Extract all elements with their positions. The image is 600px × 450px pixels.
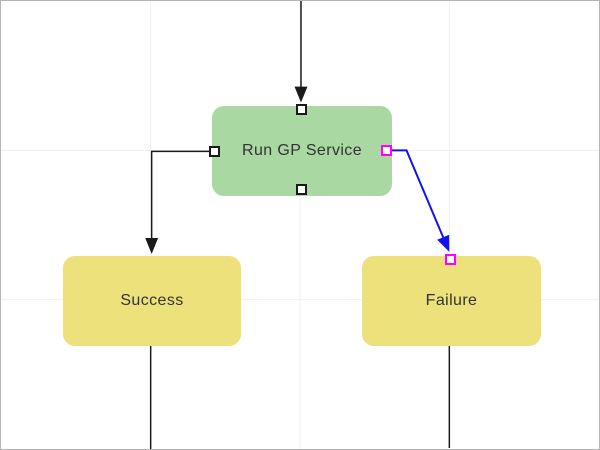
link-top-into-run-gp[interactable]	[294, 1, 308, 103]
port-run-gp-left[interactable]	[209, 146, 220, 157]
node-failure[interactable]: Failure	[362, 256, 541, 346]
arrowhead-icon	[145, 237, 159, 254]
port-run-gp-right-selected[interactable]	[381, 145, 392, 156]
port-run-gp-top[interactable]	[296, 104, 307, 115]
node-label: Failure	[425, 292, 478, 309]
port-failure-top-selected[interactable]	[445, 254, 456, 265]
node-label: Run GP Service	[241, 142, 363, 159]
link-run-gp-to-failure-selected[interactable]	[385, 149, 450, 252]
node-success[interactable]: Success	[63, 256, 241, 346]
port-run-gp-bottom[interactable]	[296, 184, 307, 195]
link-run-gp-to-success[interactable]	[145, 150, 215, 254]
node-run-gp-service[interactable]: Run GP Service	[212, 106, 392, 196]
arrowhead-icon	[437, 234, 450, 252]
arrowhead-icon	[294, 86, 308, 103]
node-label: Success	[120, 292, 184, 309]
